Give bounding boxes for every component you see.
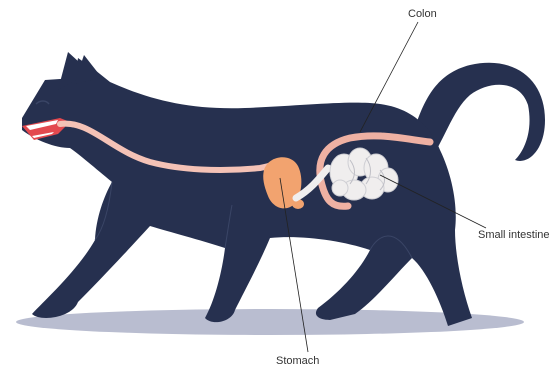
label-small-intestine: Small intestine	[478, 230, 550, 241]
label-colon: Colon	[408, 9, 437, 20]
label-stomach: Stomach	[276, 356, 319, 367]
cat-body	[22, 58, 472, 326]
